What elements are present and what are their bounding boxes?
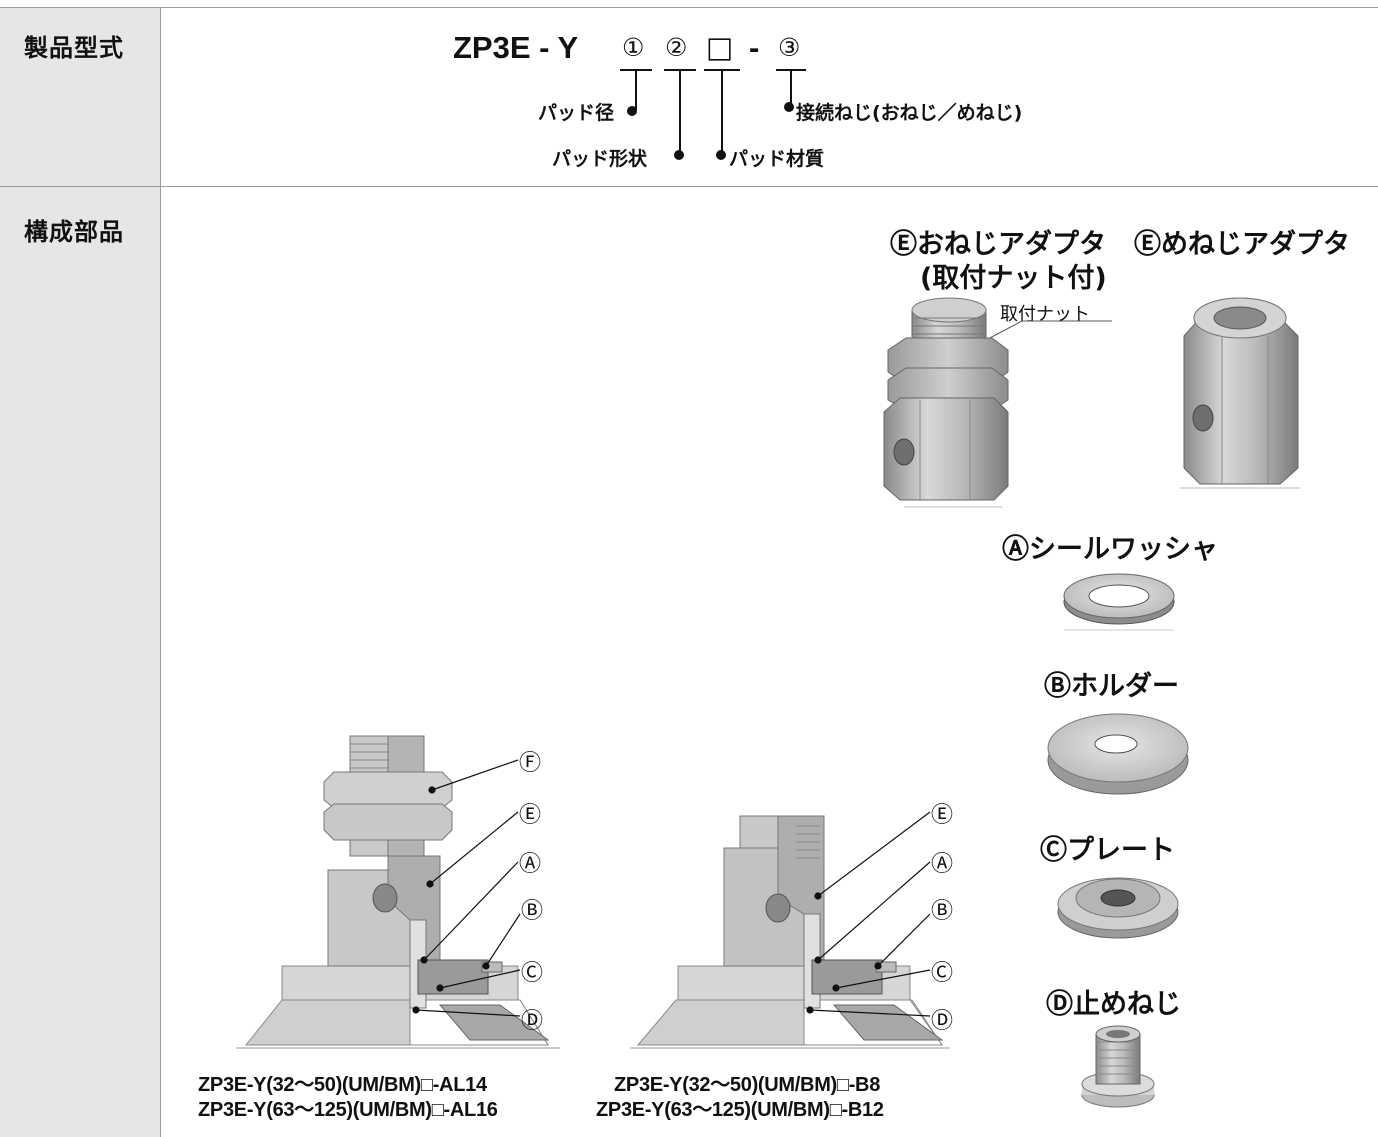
callout-connection-thread: 接続ねじ(おねじ／めねじ) xyxy=(796,102,1023,124)
right-mark-b: Ⓑ xyxy=(931,899,954,924)
left-mark-a: Ⓐ xyxy=(519,852,542,877)
left-mark-c: Ⓒ xyxy=(521,961,544,986)
left-mark-e: Ⓔ xyxy=(519,803,542,828)
callout-pad-material: パッド材質 xyxy=(729,148,825,170)
model-code-1: ① xyxy=(622,33,645,62)
left-caption-line2: ZP3E-Y(63〜125)(UM/BM)□-AL16 xyxy=(198,1099,498,1121)
holder-image xyxy=(1047,713,1189,795)
set-screw-title: Ⓓ止めねじ xyxy=(1046,989,1181,1020)
column-divider xyxy=(160,7,161,1137)
model-prefix: ZP3E - Y xyxy=(453,30,579,65)
model-callout-lines xyxy=(620,69,806,160)
left-caption-line1: ZP3E-Y(32〜50)(UM/BM)□-AL14 xyxy=(198,1074,487,1096)
label-column-row1 xyxy=(0,8,160,186)
right-mark-e: Ⓔ xyxy=(931,803,954,828)
left-mark-b: Ⓑ xyxy=(521,899,544,924)
model-dash: - xyxy=(749,30,760,65)
table-top-border xyxy=(0,7,1378,8)
callout-pad-diameter: パッド径 xyxy=(538,102,615,124)
callout-pad-shape: パッド形状 xyxy=(552,148,648,170)
female-adapter-image xyxy=(1180,297,1300,489)
model-code-2: ② xyxy=(665,33,688,62)
holder-title: Ⓑホルダー xyxy=(1044,671,1179,702)
mounting-nut-label: 取付ナット xyxy=(1000,304,1090,325)
left-mark-f: Ⓕ xyxy=(519,751,542,776)
seal-washer-title: Ⓐシールワッシャ xyxy=(1002,534,1218,565)
male-adapter-subtitle: (取付ナット付) xyxy=(920,263,1107,294)
right-mark-d: Ⓓ xyxy=(931,1009,954,1034)
set-screw-image xyxy=(1081,1025,1155,1108)
right-assembly-drawing xyxy=(630,811,950,1049)
label-column-row2 xyxy=(0,187,160,1137)
model-code-3: ③ xyxy=(778,33,801,62)
right-caption-line2: ZP3E-Y(63〜125)(UM/BM)□-B12 xyxy=(596,1099,884,1121)
female-adapter-title: Ⓔめねじアダプタ xyxy=(1134,229,1350,260)
male-adapter-title: Ⓔおねじアダプタ xyxy=(890,229,1106,260)
row-divider xyxy=(0,186,1378,187)
row-label-components: 構成部品 xyxy=(24,218,124,246)
left-assembly-drawing xyxy=(236,735,560,1049)
row-label-model: 製品型式 xyxy=(24,34,124,62)
male-adapter-image xyxy=(883,297,1112,508)
right-mark-c: Ⓒ xyxy=(931,961,954,986)
right-mark-a: Ⓐ xyxy=(931,852,954,877)
model-code-box: □ xyxy=(706,30,734,64)
right-caption-line1: ZP3E-Y(32〜50)(UM/BM)□-B8 xyxy=(614,1074,881,1096)
left-mark-d: Ⓓ xyxy=(521,1009,544,1034)
plate-title: Ⓒプレート xyxy=(1040,835,1175,866)
seal-washer-image xyxy=(1063,573,1175,631)
plate-image xyxy=(1057,877,1179,939)
